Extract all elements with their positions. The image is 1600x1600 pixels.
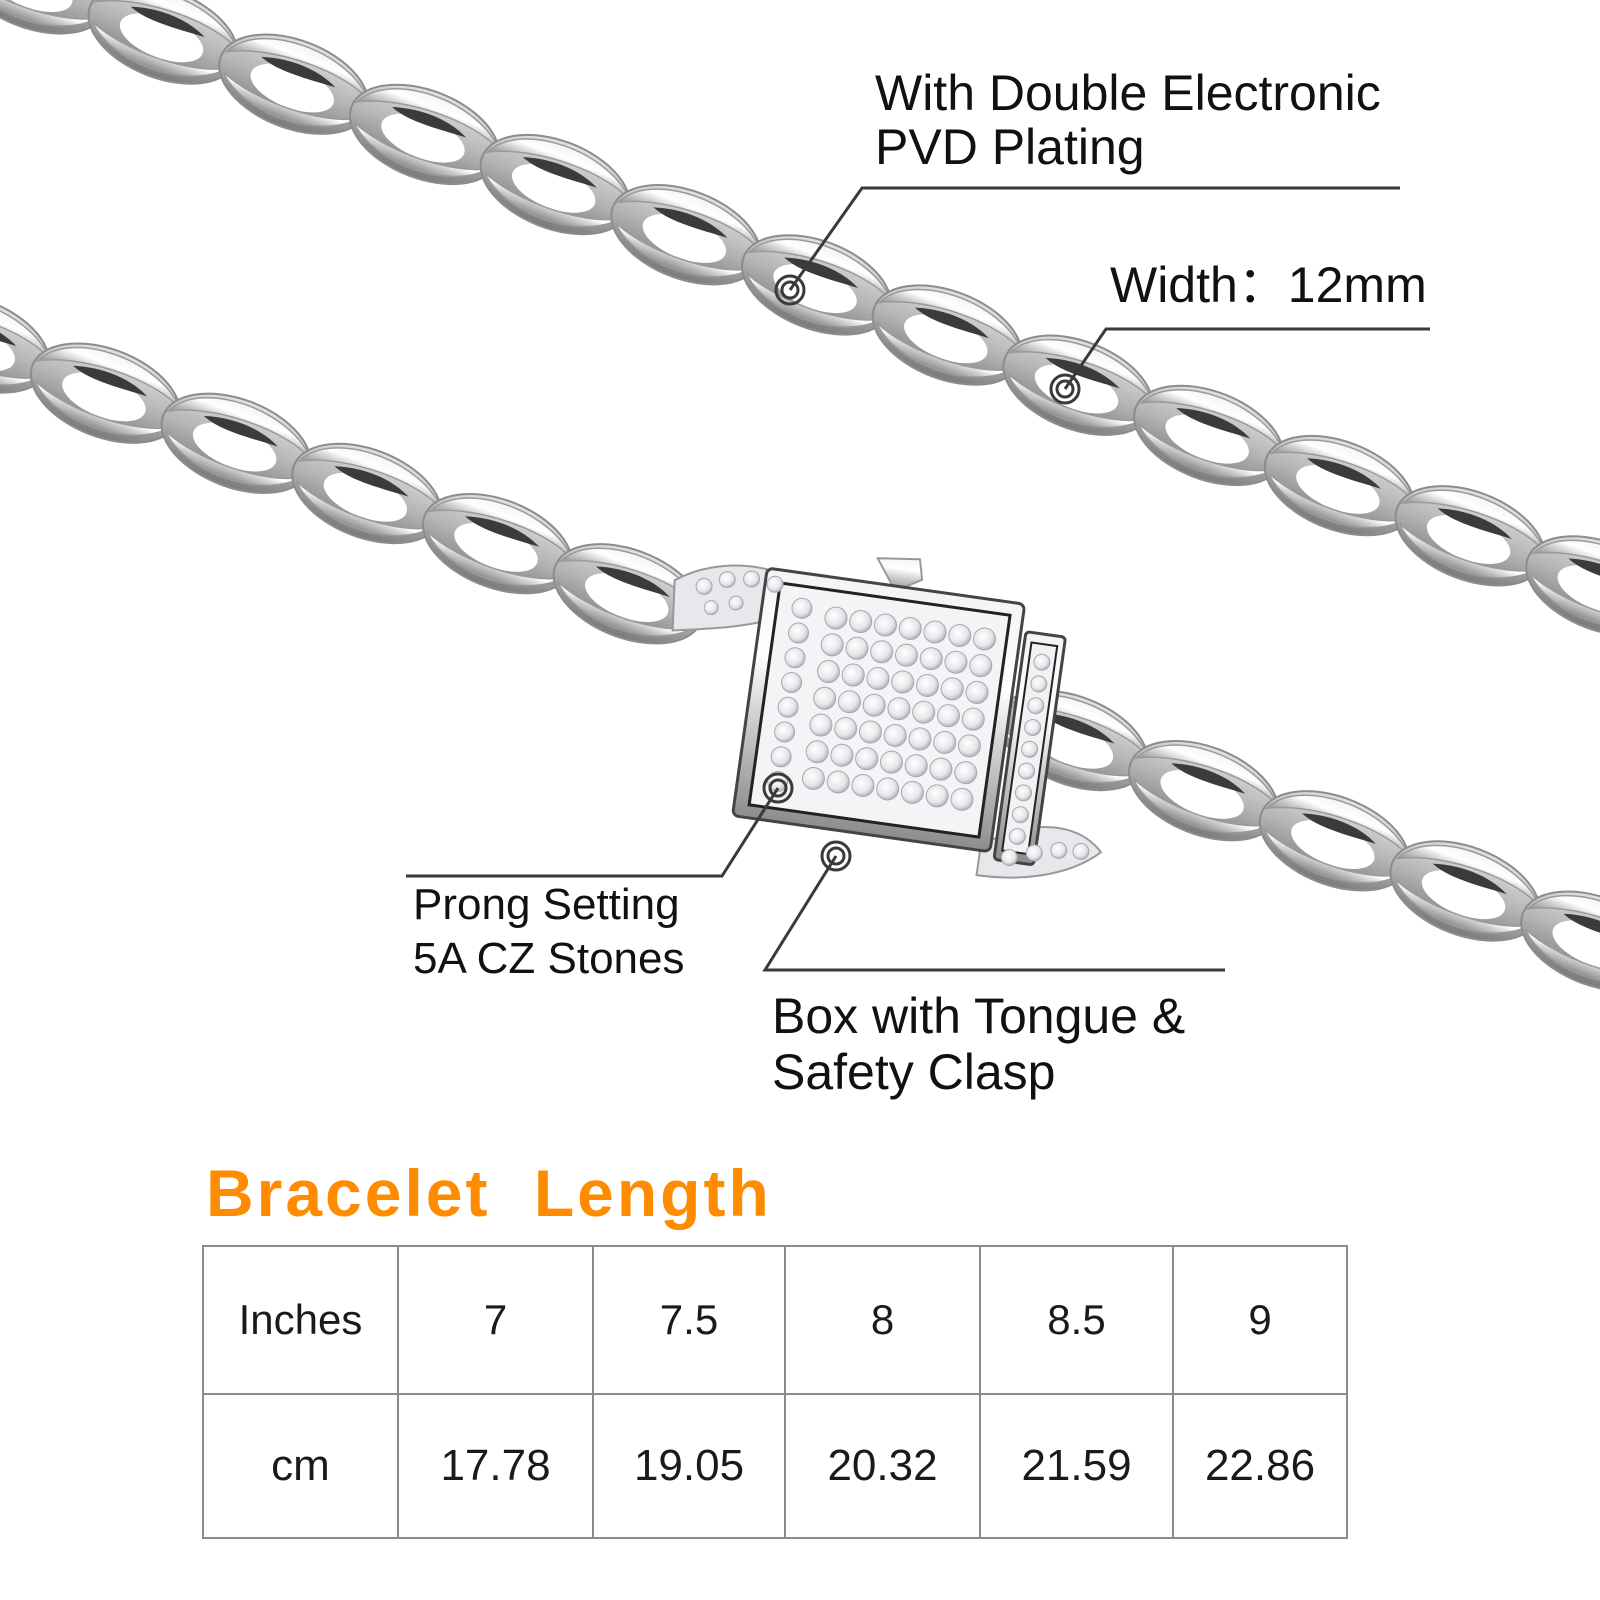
row-label-inches: Inches: [202, 1245, 399, 1395]
callout-clasp: Box with Tongue & Safety Clasp: [772, 988, 1185, 1100]
size-chart-title: Bracelet Length: [206, 1156, 772, 1230]
cell-inches-0: 7: [397, 1245, 594, 1395]
cell-cm-3: 21.59: [979, 1393, 1174, 1539]
callout-clasp-line1: Box with Tongue &: [772, 988, 1186, 1044]
callout-width-line1: Width：12mm: [1110, 257, 1427, 313]
cell-inches-2: 8: [784, 1245, 981, 1395]
box-clasp: [671, 557, 1103, 879]
table-row-inches: Inches 7 7.5 8 8.5 9: [202, 1245, 1348, 1395]
lower-left-chain-strand: [0, 272, 718, 664]
cell-cm-1: 19.05: [592, 1393, 786, 1539]
cell-cm-0: 17.78: [397, 1393, 594, 1539]
callout-stones: Prong Setting 5A CZ Stones: [413, 878, 684, 986]
cell-cm-2: 20.32: [784, 1393, 981, 1539]
callout-plating: With Double Electronic PVD Plating: [875, 66, 1381, 174]
cell-cm-4: 22.86: [1172, 1393, 1348, 1539]
callout-stones-line2: 5A CZ Stones: [413, 934, 685, 983]
cell-inches-3: 8.5: [979, 1245, 1174, 1395]
callout-leaders: [406, 186, 1430, 972]
callout-plating-line1: With Double Electronic: [875, 65, 1381, 121]
cell-inches-4: 9: [1172, 1245, 1348, 1395]
size-chart-table: Inches 7 7.5 8 8.5 9 cm 17.78 19.05 20.3…: [202, 1245, 1348, 1539]
callout-plating-line2: PVD Plating: [875, 119, 1145, 175]
callout-clasp-line2: Safety Clasp: [772, 1044, 1056, 1100]
table-row-cm: cm 17.78 19.05 20.32 21.59 22.86: [202, 1393, 1348, 1539]
callout-stones-line1: Prong Setting: [413, 880, 680, 929]
callout-width: Width：12mm: [1110, 258, 1427, 312]
row-label-cm: cm: [202, 1393, 399, 1539]
cell-inches-1: 7.5: [592, 1245, 786, 1395]
